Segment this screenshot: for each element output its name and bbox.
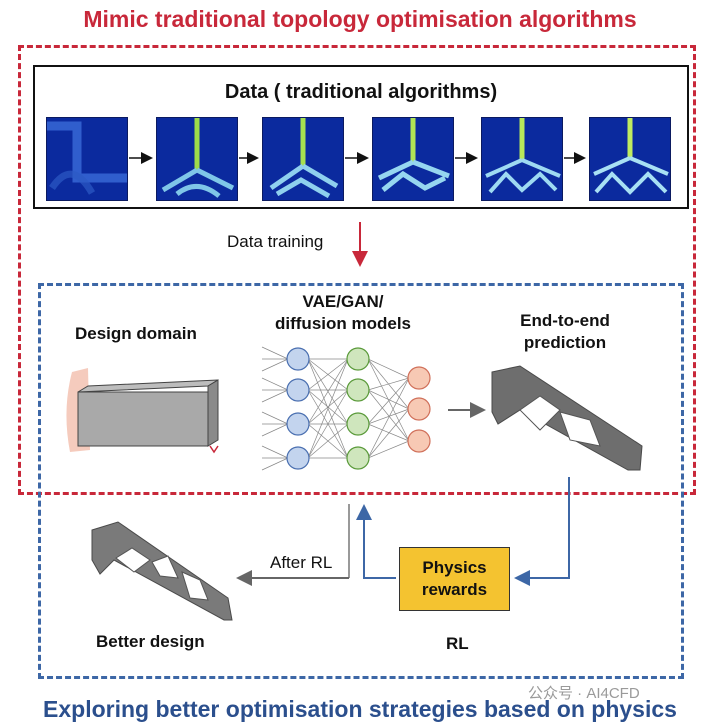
network-node-l1-n4 xyxy=(286,446,310,470)
data-training-label: Data training xyxy=(227,232,324,251)
models-label-line1: VAE/GAN/ xyxy=(302,292,384,311)
models-label-line2: diffusion models xyxy=(275,314,411,333)
input-edge xyxy=(261,423,289,437)
network-node-l2-n2 xyxy=(346,378,370,402)
data-box xyxy=(33,65,689,209)
input-edge xyxy=(261,445,289,459)
input-edge xyxy=(261,377,289,391)
physics-rewards-box: Physics rewards xyxy=(399,547,510,611)
bottom-title: Exploring better optimisation strategies… xyxy=(43,696,677,722)
network-node-l1-n1 xyxy=(286,347,310,371)
network-edge xyxy=(367,408,410,425)
data-box-title: Data ( traditional algorithms) xyxy=(224,81,498,103)
network-node-l2-n3 xyxy=(346,412,370,436)
physics-rewards-line2: rewards xyxy=(421,580,488,599)
topology-frame-6 xyxy=(589,117,671,201)
network-edges xyxy=(261,346,410,471)
watermark: 公众号 · AI4CFD xyxy=(528,685,640,702)
rewards-to-model-arrow xyxy=(356,504,396,579)
physics-rewards-line1: Physics xyxy=(422,558,487,577)
network-edge xyxy=(367,358,410,442)
network-edge xyxy=(367,440,410,459)
network-edge xyxy=(367,377,410,391)
red-dashed-region xyxy=(18,45,696,495)
network-edge xyxy=(307,389,349,459)
network-edge xyxy=(307,389,349,425)
input-edge xyxy=(261,411,289,425)
network-edge xyxy=(367,408,410,459)
network-edge xyxy=(367,389,410,442)
network-edge xyxy=(367,377,410,425)
network-nodes xyxy=(286,347,431,470)
blue-dashed-region xyxy=(38,283,684,679)
predicted-structure xyxy=(491,365,643,471)
topology-frame-5 xyxy=(481,117,563,201)
network-node-l3-n3 xyxy=(407,429,431,453)
topology-frame-1 xyxy=(46,117,128,201)
network-edge xyxy=(367,389,410,410)
network-edge xyxy=(307,358,349,425)
topology-frame-3 xyxy=(262,117,344,201)
network-edge xyxy=(367,377,410,459)
network-edge xyxy=(307,423,349,459)
topology-frame-4 xyxy=(372,117,454,201)
input-edge xyxy=(261,457,289,471)
network-edge xyxy=(307,358,349,459)
topology-frame-2 xyxy=(156,117,238,201)
network-node-l3-n2 xyxy=(407,397,431,421)
design-domain-illustration xyxy=(66,368,219,454)
better-design-structure xyxy=(91,521,233,621)
network-edge xyxy=(367,358,410,379)
design-domain-label: Design domain xyxy=(75,324,197,343)
prediction-label-line2: prediction xyxy=(523,333,607,352)
input-edge xyxy=(261,346,289,360)
network-edge xyxy=(307,358,349,391)
after-rl-label: After RL xyxy=(270,553,333,572)
top-title: Mimic traditional topology optimisation … xyxy=(83,6,637,32)
input-edge xyxy=(261,389,289,403)
input-edge xyxy=(261,358,289,372)
network-node-l2-n1 xyxy=(346,347,370,371)
network-node-l2-n4 xyxy=(346,446,370,470)
network-node-l1-n3 xyxy=(286,412,310,436)
network-node-l1-n2 xyxy=(286,378,310,402)
rl-label: RL xyxy=(446,634,469,653)
prediction-to-rewards-arrow xyxy=(514,477,570,586)
network-edge xyxy=(367,423,410,442)
prediction-label-line1: End-to-end xyxy=(520,311,610,330)
better-design-label: Better design xyxy=(96,632,205,651)
network-node-l3-n1 xyxy=(407,366,431,390)
